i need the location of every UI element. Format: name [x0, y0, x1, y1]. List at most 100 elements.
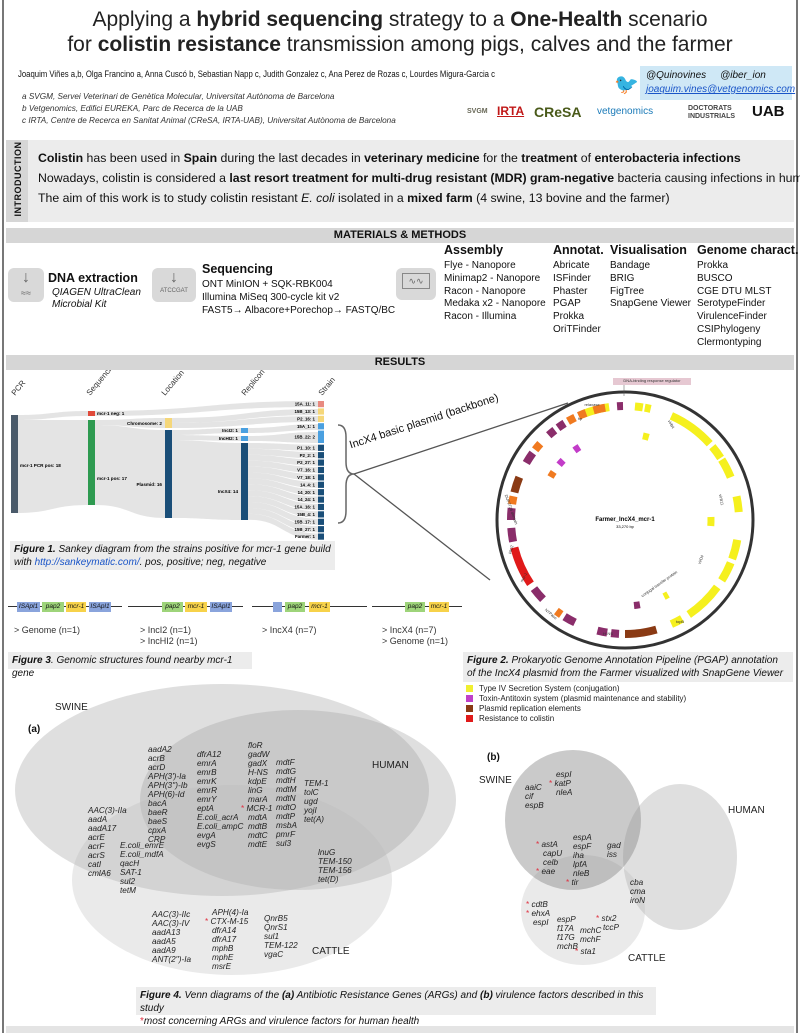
gene-name: espP: [557, 915, 576, 924]
legend-label: Toxin-Antitoxin system (plasmid maintena…: [479, 694, 687, 703]
plasmid-feature-t4ss: [718, 457, 735, 479]
gene-name: yojI: [304, 806, 317, 815]
gene-name: dfrA17: [212, 935, 237, 944]
method-item: Medaka x2 - Nanopore: [444, 298, 546, 310]
sankey-strain-label: 15A_11: 1: [295, 402, 316, 407]
gene-name: aaiC: [525, 783, 542, 792]
gene-name: SAT-1: [120, 868, 142, 877]
legend-item: Resistance to colistin: [466, 714, 793, 724]
venn-set-label: CATTLE: [312, 946, 350, 957]
dna-extraction-kit-2: Microbial Kit: [52, 299, 107, 310]
gene-name: acrD: [148, 763, 166, 772]
sankey-strain-node: [318, 466, 324, 474]
gene-name: espI: [533, 918, 549, 927]
sankey-flow: [172, 428, 241, 435]
gene-name: ugd: [304, 797, 318, 806]
method-item: Abricate: [553, 260, 590, 271]
intro-segment: of: [577, 151, 595, 165]
sankey-node-label: IncI2: 1: [222, 428, 238, 433]
gene-name: * MCR-1: [241, 804, 273, 813]
gene-name: CRP: [148, 835, 166, 844]
sankey-flow: [172, 435, 241, 441]
plasmid-feature-hyp: [577, 409, 588, 420]
gene-name: baeR: [148, 808, 168, 817]
introduction-label: INTRODUCTION: [6, 140, 28, 222]
gene-name: sul2: [120, 877, 136, 886]
method-item: FigTree: [610, 285, 645, 297]
legend-swatch: [466, 685, 473, 692]
method-column-title: Annotat.: [553, 243, 604, 257]
gene-name: mdtO: [276, 803, 297, 812]
plasmid-feature-hyp: [592, 403, 606, 415]
sankey-flow: [248, 478, 318, 496]
logo-irta: IRTA: [497, 104, 525, 118]
method-item: Clermontyping: [697, 336, 762, 348]
method-item: SnapGene Viewer: [610, 298, 691, 310]
email-link[interactable]: joaquim.vines@vetgenomics.com: [646, 84, 796, 95]
figure-3-caption: Figure 3. Genomic structures found nearb…: [8, 652, 252, 679]
twitter-icon: 🐦: [614, 74, 639, 96]
gene-name: acrB: [148, 754, 165, 763]
backbone-connector: [337, 402, 569, 581]
intro-segment: treatment: [521, 151, 578, 165]
sankey-strain-node: [318, 518, 324, 525]
venn-tag: (a): [28, 724, 41, 735]
sankey-flow: [248, 448, 318, 459]
gene-name: msrE: [212, 962, 232, 971]
plasmid-feature-t4ss: [669, 412, 713, 447]
plasmid-feature-hyp: [532, 441, 544, 453]
gene-name: f17G: [557, 933, 575, 942]
sankey-strain-label: 15A_1: 1: [297, 424, 316, 429]
gene-name: aadA9: [152, 946, 176, 955]
gene-name: cpxA: [148, 826, 167, 835]
sankey-strain-label: 15B_22: 2: [294, 434, 315, 439]
intro-segment: Colistin: [38, 151, 84, 165]
results-header: RESULTS: [6, 355, 794, 370]
title-segment: strategy to a: [383, 8, 511, 31]
legend-item: Plasmid replication elements: [466, 704, 793, 714]
title-segment: transmission among pigs, calves and the …: [280, 33, 733, 56]
gene-name: mdtC: [248, 831, 268, 840]
sankey-flow: [248, 502, 318, 525]
sankey-strain-label: P2_2: 1: [300, 453, 316, 458]
gene-name: AAC(3)-IV: [152, 919, 190, 928]
sankey-strain-node: [318, 511, 324, 518]
twitter-handle-2[interactable]: @iber_ion: [720, 70, 766, 81]
intro-segment: Nowadays, colistin is considered a: [38, 171, 230, 185]
plasmid-feature-label: virB4: [667, 419, 676, 430]
twitter-handle-1[interactable]: @Quinovines: [646, 70, 707, 81]
sankeymatic-link[interactable]: http://sankeymatic.com/: [34, 557, 140, 568]
plasmid-feature-label: hp: [578, 416, 583, 421]
venn-b-human-set: [623, 784, 737, 930]
gene-name: * CTX-M-15: [205, 917, 249, 926]
venn-set-label: HUMAN: [728, 805, 765, 816]
sankey-flow: [95, 418, 165, 428]
gene-name: nleA: [556, 788, 573, 797]
sankey-column-header: Location: [160, 370, 186, 397]
sequencing-line: ONT MinION + SQK-RBK004: [202, 279, 333, 290]
legend-swatch: [466, 705, 473, 712]
intro-line-1: Colistin has been used in Spain during t…: [38, 151, 741, 165]
method-item: Racon - Illumina: [444, 311, 517, 323]
gene-name: eptA: [197, 804, 214, 813]
plasmid-feature-t4ss: [634, 402, 644, 412]
gene-name: * ehxA: [526, 909, 551, 918]
methods-header: MATERIALS & METHODS: [6, 228, 794, 243]
sankey-column-header: Sequencing: [85, 370, 119, 397]
gene-name: f17A: [557, 924, 574, 933]
sankey-node-pcr: [11, 415, 18, 513]
sankey-flow: [172, 416, 318, 428]
plasmid-feature-hyp: [508, 495, 518, 505]
sankey-node-label: IncX4: 14: [218, 489, 239, 494]
gene-name: TEM-156: [318, 866, 352, 875]
sankey-node-chromosome: [165, 418, 172, 428]
genomic-context-label: > Genome (n=1): [14, 625, 81, 635]
title-segment: Applying a: [92, 8, 197, 31]
venn-set-label: HUMAN: [372, 760, 409, 771]
gene-name: cma: [630, 887, 646, 896]
gene-name: aadA13: [152, 928, 181, 937]
sankey-flow: [172, 409, 318, 423]
